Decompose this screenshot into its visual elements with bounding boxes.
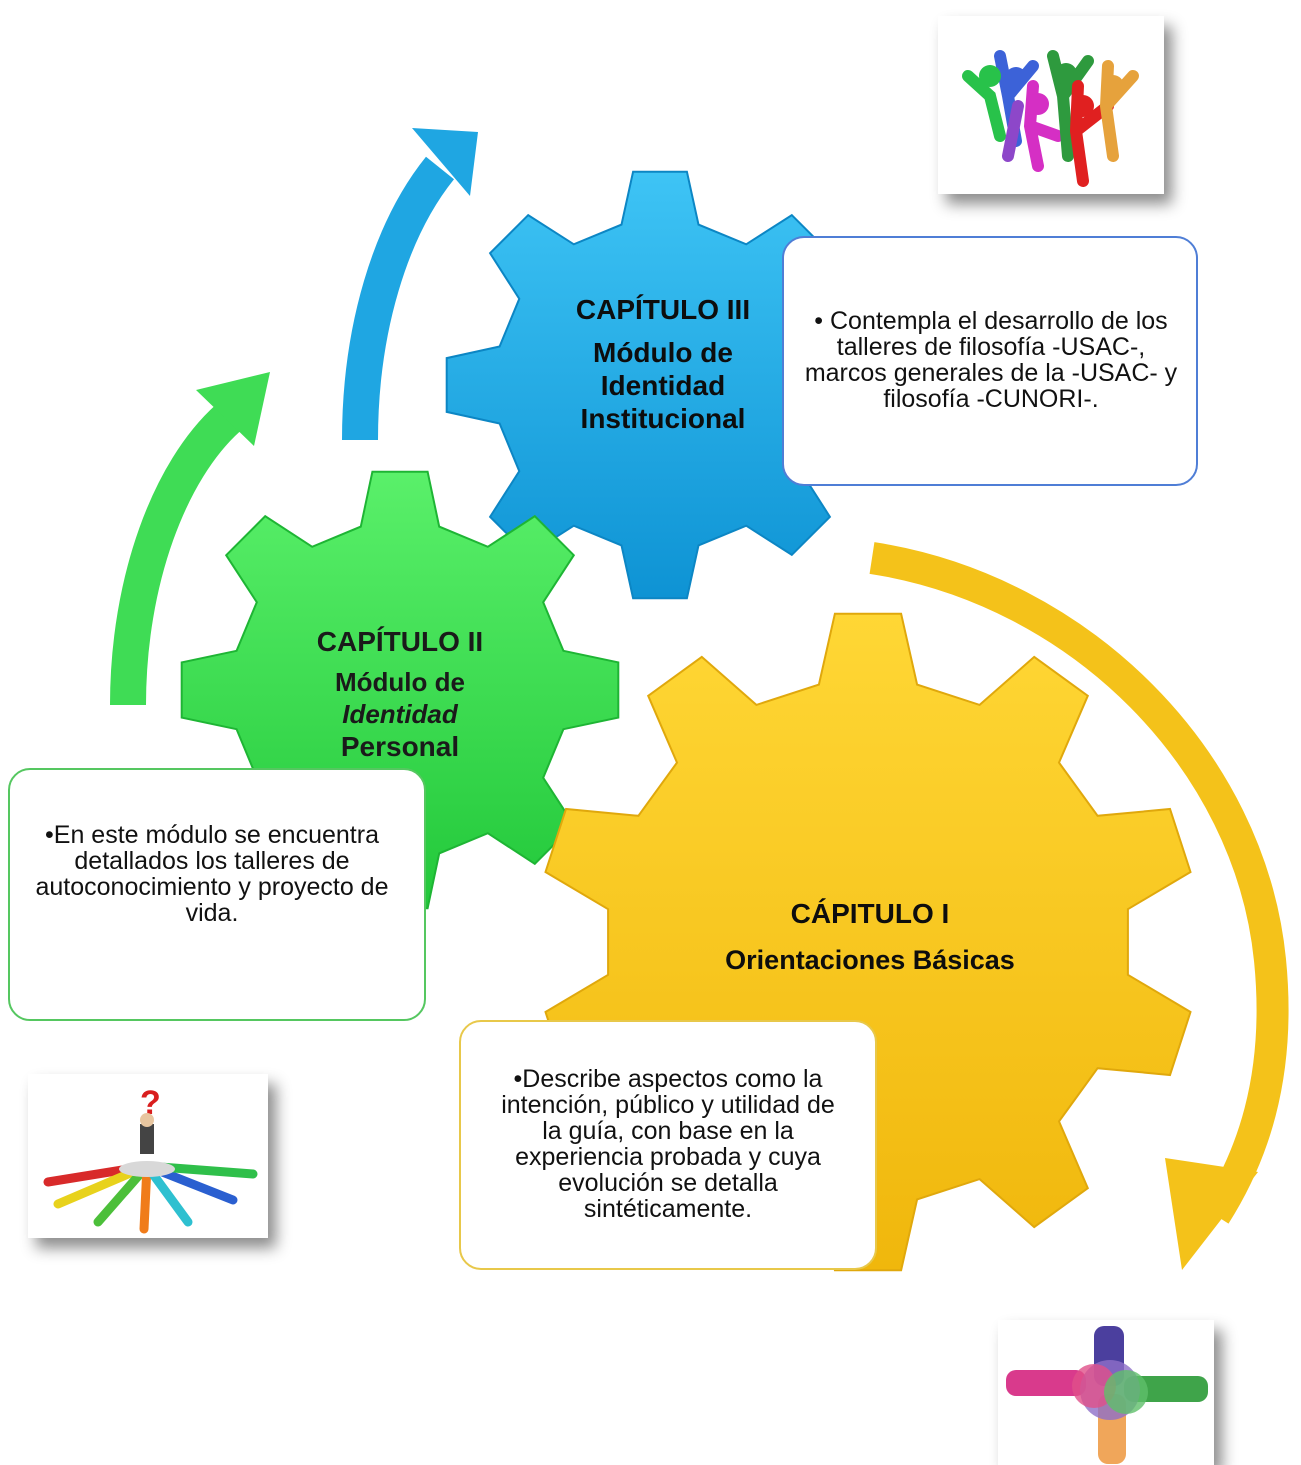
chapter-3-description: • Contempla el desarrollo de los tallere…: [804, 307, 1178, 413]
chapter-2-description-box: •En este módulo se encuentra detallados …: [8, 768, 426, 1021]
hands-pointing-image: [998, 1320, 1214, 1465]
people-celebrating-image: [938, 16, 1164, 194]
gear-chapter-2-label: CAPÍTULO II Módulo de Identidad Personal: [282, 622, 518, 764]
chapter-1-line-1: Orientaciones Básicas: [725, 945, 1015, 975]
chapter-2-line-3: Personal: [340, 731, 460, 762]
chapter-2-heading: CAPÍTULO II: [316, 626, 484, 657]
arrow-blue: [342, 128, 478, 441]
chapter-3-line-1: Módulo de: [593, 337, 733, 368]
chapter-3-heading: CAPÍTULO III: [575, 294, 751, 325]
chapter-3-line-3: Institucional: [580, 403, 746, 434]
gear-chapter-3-label: CAPÍTULO III Módulo de Identidad Institu…: [540, 292, 786, 435]
arrow-green: [110, 372, 270, 706]
gear-chapter-3: [445, 170, 875, 600]
chapter-1-heading: CÁPITULO I: [790, 898, 950, 929]
chapter-3-line-2: Identidad: [600, 370, 726, 401]
chapter-3-description-box: • Contempla el desarrollo de los tallere…: [782, 236, 1198, 486]
crossroads-question-icon: ?: [43, 1084, 258, 1234]
people-celebrating-icon: [962, 50, 1139, 187]
gear-chapter-1-label: CÁPITULO I Orientaciones Básicas: [660, 896, 1080, 978]
hands-pointing-icon: [1006, 1326, 1208, 1464]
svg-text:?: ?: [140, 1084, 161, 1122]
chapter-2-description: •En este módulo se encuentra detallados …: [35, 821, 389, 927]
chapter-1-description: •Describe aspectos como la intención, pú…: [501, 1065, 835, 1223]
crossroads-question-image: ?: [28, 1074, 268, 1238]
chapter-2-line-1: Módulo de: [335, 667, 465, 697]
arrow-yellow: [869, 542, 1289, 1270]
chapter-1-description-box: •Describe aspectos como la intención, pú…: [459, 1020, 877, 1270]
chapter-2-line-2: Identidad: [342, 699, 458, 729]
